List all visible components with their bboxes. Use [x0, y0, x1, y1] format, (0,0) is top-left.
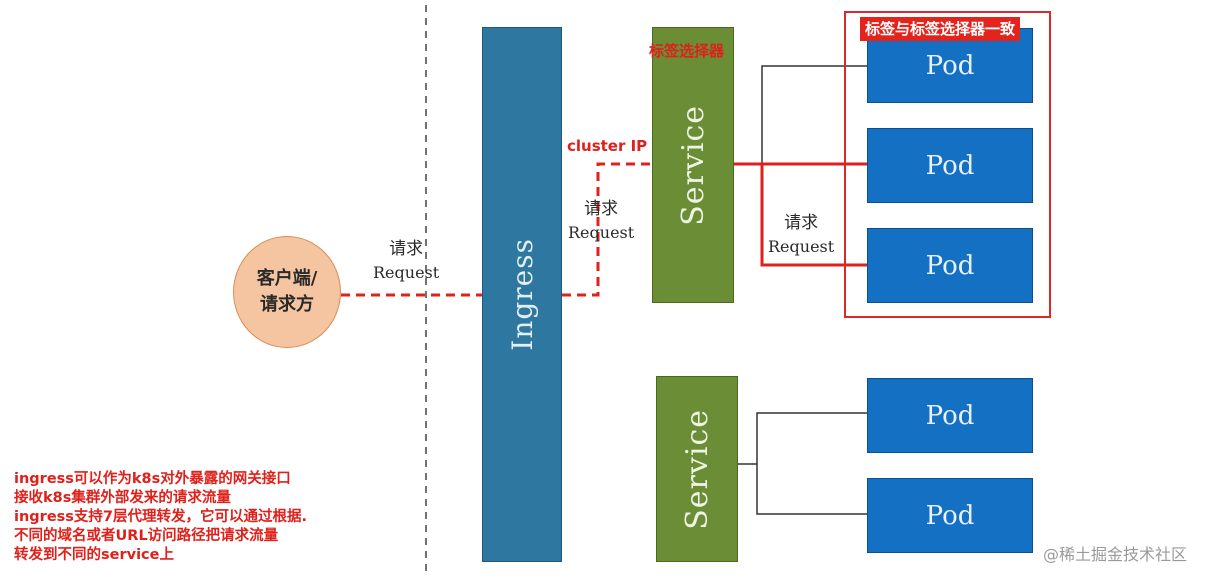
- client-label-line2: 请求方: [260, 294, 314, 315]
- service-label: Service: [679, 408, 715, 530]
- service1-to-pod3-line: [760, 164, 867, 267]
- pod-node-5: Pod: [867, 478, 1033, 553]
- note-line: 转发到不同的service上: [14, 547, 174, 563]
- service2-to-pods-tree: [756, 412, 867, 515]
- ingress-label: Ingress: [505, 238, 539, 351]
- service-node-2: Service: [656, 376, 738, 562]
- pod-label: Pod: [925, 250, 975, 281]
- request-label-en: Request: [373, 263, 440, 282]
- note-line: ingress可以作为k8s对外暴露的网关接口: [14, 471, 291, 487]
- note-line: 不同的域名或者URL访问路径把请求流量: [14, 528, 279, 544]
- note-line: 接收k8s集群外部发来的请求流量: [14, 490, 231, 506]
- request-label-zh: 请求: [784, 213, 819, 233]
- request-label-zh: 请求: [584, 199, 619, 219]
- cluster-ip-annotation: cluster IP: [567, 137, 648, 155]
- request-label-ingress: 请求 Request: [568, 197, 634, 245]
- pod-node-3: Pod: [867, 228, 1033, 303]
- ingress-node: Ingress: [482, 27, 562, 562]
- client-label-line1: 客户端/: [256, 268, 318, 289]
- service-node-1: Service: [652, 27, 734, 303]
- pod-label: Pod: [925, 400, 975, 431]
- pod-label: Pod: [925, 50, 975, 81]
- pod-label: Pod: [925, 150, 975, 181]
- ingress-to-service-line: [562, 162, 652, 297]
- label-match-highlight: [844, 11, 1051, 318]
- request-label-service: 请求 Request: [768, 211, 834, 259]
- label-match-annotation: 标签与标签选择器一致: [860, 17, 1021, 41]
- request-label-zh: 请求: [389, 239, 424, 259]
- service-label: Service: [675, 104, 711, 226]
- pod-label: Pod: [925, 500, 975, 531]
- note-line: ingress支持7层代理转发，它可以通过根据.: [14, 509, 308, 525]
- watermark: @稀土掘金技术社区: [1043, 545, 1188, 564]
- client-node: 客户端/ 请求方: [233, 236, 341, 348]
- request-label-client: 请求 Request: [373, 237, 439, 285]
- pod-node-4: Pod: [867, 378, 1033, 453]
- selector-annotation: 标签选择器: [649, 42, 725, 60]
- request-label-en: Request: [568, 223, 635, 242]
- ingress-description-note: ingress可以作为k8s对外暴露的网关接口 接收k8s集群外部发来的请求流量…: [14, 470, 307, 565]
- request-label-en: Request: [768, 237, 835, 256]
- pod-node-2: Pod: [867, 128, 1033, 203]
